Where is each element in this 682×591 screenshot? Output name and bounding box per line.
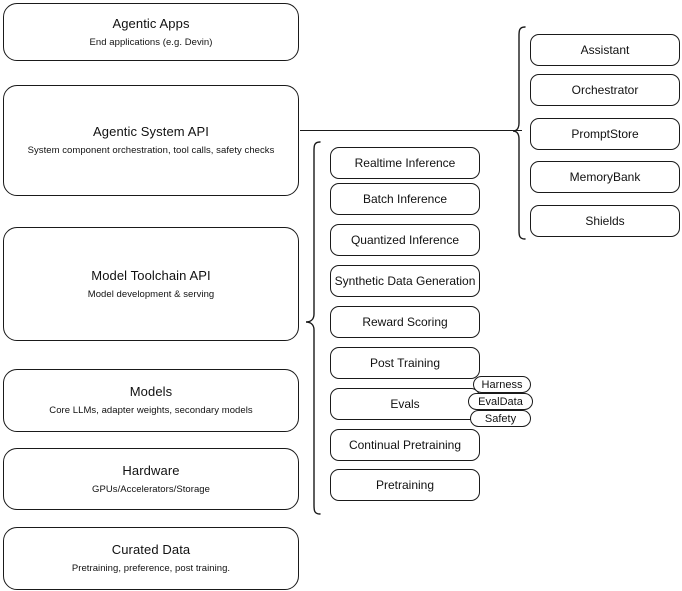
badge-safety[interactable]: Safety (470, 410, 531, 427)
layer-title: Model Toolchain API (91, 267, 211, 283)
layer-subtitle: End applications (e.g. Devin) (89, 36, 213, 48)
layer-box-models[interactable]: Models Core LLMs, adapter weights, secon… (3, 369, 299, 432)
layer-subtitle: Core LLMs, adapter weights, secondary mo… (49, 405, 253, 416)
component-memorybank[interactable]: MemoryBank (530, 161, 680, 193)
layer-subtitle: Pretraining, preference, post training. (71, 563, 231, 574)
capability-label: Quantized Inference (350, 233, 460, 247)
layer-box-curated-data[interactable]: Curated Data Pretraining, preference, po… (3, 527, 299, 590)
component-label: Shields (585, 214, 625, 228)
layer-title: Agentic System API (93, 124, 209, 139)
capability-label: Evals (390, 397, 420, 411)
capability-batch-inference[interactable]: Batch Inference (330, 183, 480, 215)
badge-harness[interactable]: Harness (473, 376, 531, 393)
capability-pretraining[interactable]: Pretraining (330, 469, 480, 501)
component-label: Orchestrator (571, 83, 639, 97)
layer-title: Agentic Apps (112, 15, 190, 31)
capability-evals[interactable]: Evals (330, 388, 480, 420)
layer-box-hardware[interactable]: Hardware GPUs/Accelerators/Storage (3, 448, 299, 510)
capability-label: Pretraining (375, 478, 435, 492)
badge-evaldata[interactable]: EvalData (468, 393, 533, 410)
layer-box-agentic-apps[interactable]: Agentic Apps End applications (e.g. Devi… (3, 3, 299, 61)
badge-label: EvalData (478, 395, 523, 408)
capability-realtime-inference[interactable]: Realtime Inference (330, 147, 480, 179)
component-shields[interactable]: Shields (530, 205, 680, 237)
layer-box-model-toolchain-api[interactable]: Model Toolchain API Model development & … (3, 227, 299, 341)
badge-label: Harness (481, 378, 523, 391)
capability-label: Post Training (369, 356, 441, 370)
capability-label: Batch Inference (362, 192, 448, 206)
component-orchestrator[interactable]: Orchestrator (530, 74, 680, 106)
capability-post-training[interactable]: Post Training (330, 347, 480, 379)
capability-reward-scoring[interactable]: Reward Scoring (330, 306, 480, 338)
capability-continual-pretraining[interactable]: Continual Pretraining (330, 429, 480, 461)
component-promptstore[interactable]: PromptStore (530, 118, 680, 150)
component-label: Assistant (580, 43, 630, 57)
component-assistant[interactable]: Assistant (530, 34, 680, 66)
brace-toolchain-capabilities (305, 140, 321, 516)
layer-subtitle: GPUs/Accelerators/Storage (92, 483, 210, 495)
layer-subtitle: System component orchestration, tool cal… (27, 145, 275, 156)
layer-title: Curated Data (111, 542, 191, 557)
layer-subtitle: Model development & serving (87, 288, 215, 300)
badge-label: Safety (484, 412, 517, 425)
capability-label: Reward Scoring (362, 315, 448, 329)
brace-system-components (512, 26, 526, 240)
capability-label: Realtime Inference (354, 156, 456, 170)
capability-label: Synthetic Data Generation (334, 274, 476, 288)
layer-title: Hardware (122, 462, 180, 478)
capability-label: Continual Pretraining (348, 438, 462, 452)
component-label: PromptStore (571, 127, 639, 141)
connector-line-system-api (300, 130, 522, 131)
capability-synthetic-data-generation[interactable]: Synthetic Data Generation (330, 265, 480, 297)
layer-title: Models (129, 384, 173, 399)
component-label: MemoryBank (569, 170, 641, 184)
capability-quantized-inference[interactable]: Quantized Inference (330, 224, 480, 256)
layer-box-agentic-system-api[interactable]: Agentic System API System component orch… (3, 85, 299, 196)
